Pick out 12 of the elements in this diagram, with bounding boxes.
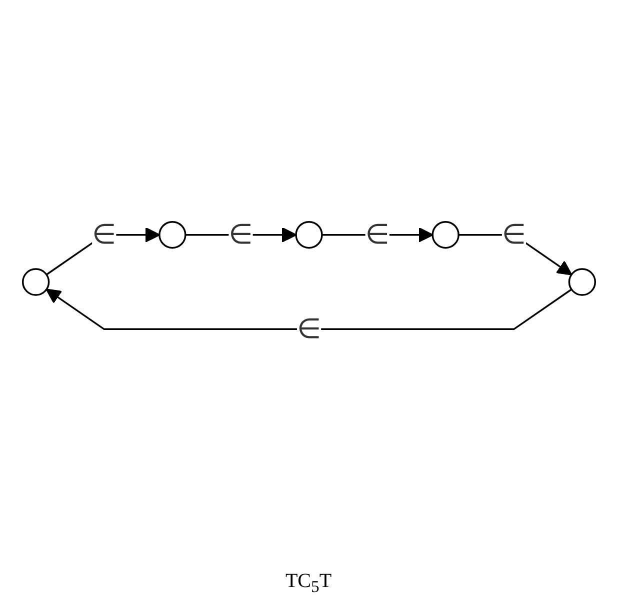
arrow [45, 288, 572, 330]
caption: TC$_{5}$T [285, 570, 332, 597]
edge-label: ∈ [92, 218, 116, 250]
edge-label: ∈ [364, 218, 389, 250]
edge-label: ∈ [228, 218, 252, 250]
edge-label: ∈ [501, 218, 526, 250]
node-circle [568, 268, 596, 296]
node-circle [294, 221, 322, 249]
node-circle [158, 221, 186, 249]
edge-label: ∈ [296, 312, 321, 345]
node-circle [431, 221, 459, 249]
node-circle [21, 268, 50, 296]
